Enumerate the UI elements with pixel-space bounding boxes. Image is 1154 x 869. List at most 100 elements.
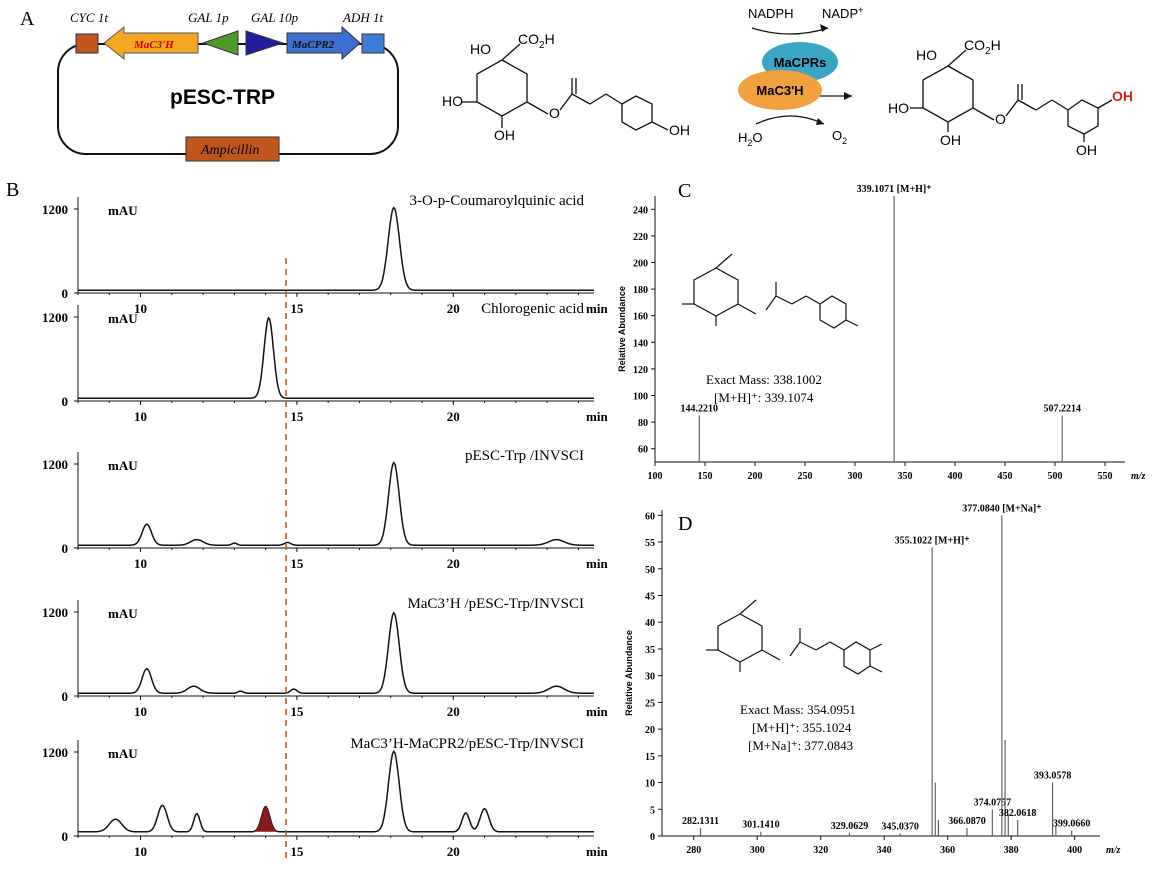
panel-label-b: B [6,179,19,201]
chromatogram-trace [78,206,594,291]
x-axis-unit: min [586,301,608,316]
ms-peak-label: 366.0870 [948,816,986,827]
x-tick-label: 20 [447,409,460,424]
ms-peak-label: 507.2214 [1043,403,1081,414]
sub-ester-o: O [549,105,560,121]
label-gal10p: GAL 10p [251,10,299,25]
y-axis-unit: mAU [108,606,138,621]
prod-ester-o: O [995,111,1006,127]
chromatogram-title: pESC-Trp /INVSCI [465,448,584,464]
chromatogram-trace [78,316,594,399]
x-tick-label: 450 [998,471,1013,482]
sub-co2h: CO2H [518,31,555,51]
y-tick-label: 80 [638,418,648,429]
label-macpr2: MaCPR2 [291,39,335,51]
y-tick-label: 60 [645,511,655,522]
label-mac3h-enzyme: MaC3'H [756,83,803,98]
chromatogram-trace [78,461,594,546]
chromatogram-trace [78,749,594,833]
ms-peak-label: 339.1071 [M+H]⁺ [857,184,932,195]
x-tick-label: 15 [290,704,304,719]
label-h2o: H2O [738,130,763,148]
x-tick-label: 20 [447,704,460,719]
panel-label-a: A [20,8,35,30]
product-structure [910,49,1113,142]
label-adh1t: ADH 1t [342,10,383,25]
prod-oh-bottom: OH [940,132,961,148]
x-tick-label: 200 [748,471,763,482]
ms-peak-label: 301.1410 [742,820,780,831]
ms-peak-label: 382.0618 [999,808,1037,819]
cyc1t-box [75,33,99,54]
y-tick-label: 160 [633,312,648,323]
prod-oh-para: OH [1076,142,1097,158]
label-o2: O2 [832,128,847,146]
x-axis-label: m/z [1131,471,1146,482]
y-tick-label: 120 [633,365,648,376]
arrow-head-main [844,92,852,100]
x-tick-label: 340 [877,845,892,856]
prod-ho-top: HO [916,47,937,63]
sub-ho-top: HO [470,41,491,57]
label-ampicillin: Ampicillin [200,143,259,158]
y-tick-label: 45 [645,592,655,603]
y-tick-label: 1200 [42,745,68,760]
x-tick-label: 400 [948,471,963,482]
ms-c-exact-mass: Exact Mass: 338.1002 [706,372,822,387]
panel-label-c: C [678,180,691,202]
ms-peak-label: 144.2210 [680,403,718,414]
ms-d-mh: [M+H]⁺: 355.1024 [752,720,852,735]
gal1p-arrow [201,30,239,56]
y-tick-label: 0 [62,541,69,556]
prod-co2h: CO2H [964,37,1001,57]
ms-c-mh: [M+H]⁺: 339.1074 [714,390,814,405]
x-tick-label: 10 [134,409,147,424]
ms-d-mna: [M+Na]⁺: 377.0843 [748,738,853,753]
y-tick-label: 240 [633,205,648,216]
label-gal1p: GAL 1p [188,10,229,25]
x-tick-label: 15 [290,556,304,571]
sub-ho-left: HO [442,93,463,109]
label-nadp: NADP+ [822,5,863,21]
mac3h-arrow [103,25,199,61]
ampicillin-box [185,136,280,162]
inset-structure [706,599,883,675]
x-tick-label: 150 [698,471,713,482]
ms-d-exact-mass: Exact Mass: 354.0951 [740,702,856,717]
x-tick-label: 10 [134,704,147,719]
y-tick-label: 15 [645,752,655,763]
ms-peak-label: 345.0370 [881,821,919,832]
sub-oh-bottom: OH [494,127,515,143]
x-tick-label: 320 [813,845,828,856]
ms-peak-label: 399.0660 [1053,819,1091,830]
y-tick-label: 20 [645,725,655,736]
y-tick-label: 55 [645,538,655,549]
macpr2-arrow [286,25,361,61]
y-tick-label: 10 [645,779,655,790]
x-tick-label: 15 [290,409,304,424]
ms-peak-label: 374.0757 [974,797,1012,808]
x-tick-label: 350 [898,471,913,482]
y-tick-label: 0 [62,829,69,844]
label-macprs: MaCPRs [774,55,827,70]
y-tick-label: 25 [645,698,655,709]
y-tick-label: 5 [650,805,655,816]
chromatogram-title: Chlorogenic acid [481,301,584,317]
x-axis-unit: min [586,704,608,719]
x-tick-label: 20 [447,844,460,859]
arrow-head-nadp [820,24,828,32]
x-tick-label: 15 [290,844,304,859]
ms-peak-label: 282.1311 [682,816,719,827]
y-tick-label: 0 [62,286,69,301]
y-tick-label: 220 [633,232,648,243]
x-tick-label: 100 [648,471,663,482]
x-tick-label: 20 [447,301,460,316]
y-tick-label: 50 [645,565,655,576]
